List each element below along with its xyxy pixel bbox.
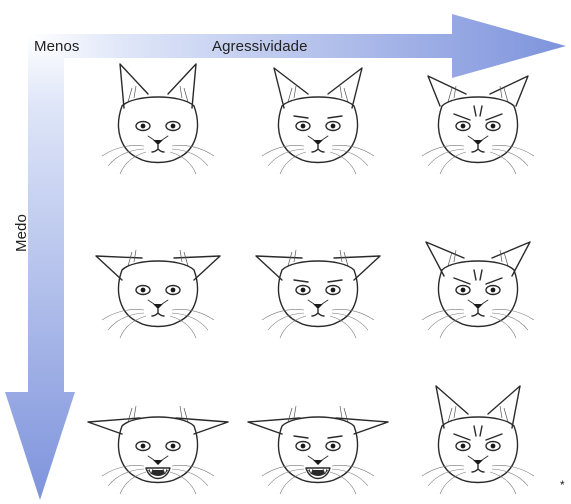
cat-face-r1-c2 [261, 67, 375, 175]
fear-arrow [5, 34, 75, 500]
cat-face-r3-c2 [247, 405, 389, 495]
cat-faces-grid [87, 63, 535, 495]
aggressiveness-axis-label: Agressividade [212, 38, 308, 55]
cat-face-r2-c2 [255, 249, 381, 339]
cat-face-r2-c1 [95, 249, 221, 339]
cat-face-r3-c1 [87, 405, 229, 495]
fear-axis-label: Medo [13, 214, 30, 252]
axis-start-label: Menos [34, 38, 80, 55]
footnote-marker: * [560, 478, 565, 492]
cat-face-r2-c3 [421, 241, 535, 339]
cat-face-r1-c1 [101, 63, 215, 175]
cat-face-r1-c3 [421, 75, 535, 175]
aggressiveness-arrow [28, 14, 566, 78]
cat-face-r3-c3 [421, 385, 535, 495]
